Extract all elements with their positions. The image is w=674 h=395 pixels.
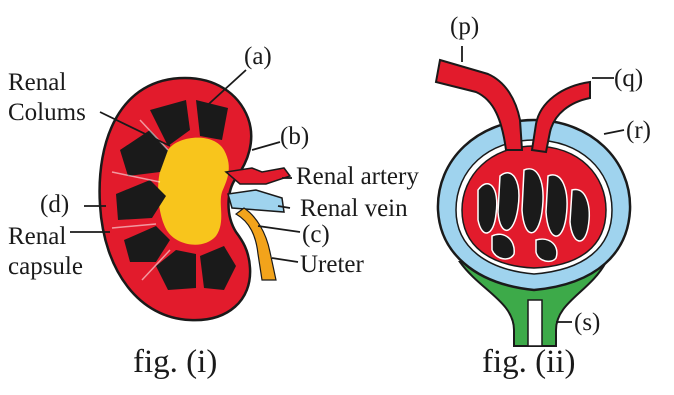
label-renal-vein: Renal vein: [300, 196, 408, 221]
kidney-figure: [70, 70, 300, 320]
label-renal-colums: Renal Colums: [8, 68, 86, 128]
label-q: (q): [614, 66, 643, 91]
label-d: (d): [40, 192, 69, 217]
tube-lumen: [528, 300, 542, 346]
label-renal-artery: Renal artery: [296, 164, 419, 189]
label-b: (b): [280, 124, 309, 149]
renal-pelvis: [158, 138, 229, 245]
nephron-figure: [436, 46, 630, 346]
renal-vein-vessel: [228, 190, 284, 212]
renal-artery-vessel: [226, 168, 290, 184]
label-p: (p): [450, 14, 479, 39]
label-ureter: Ureter: [300, 252, 364, 277]
caption-fig-ii: fig. (ii): [482, 346, 575, 379]
label-a: (a): [244, 44, 272, 69]
label-renal-capsule: Renal capsule: [8, 222, 83, 282]
label-s: (s): [574, 310, 600, 335]
label-c: (c): [302, 222, 330, 247]
caption-fig-i: fig. (i): [133, 346, 217, 379]
label-r: (r): [626, 118, 651, 143]
